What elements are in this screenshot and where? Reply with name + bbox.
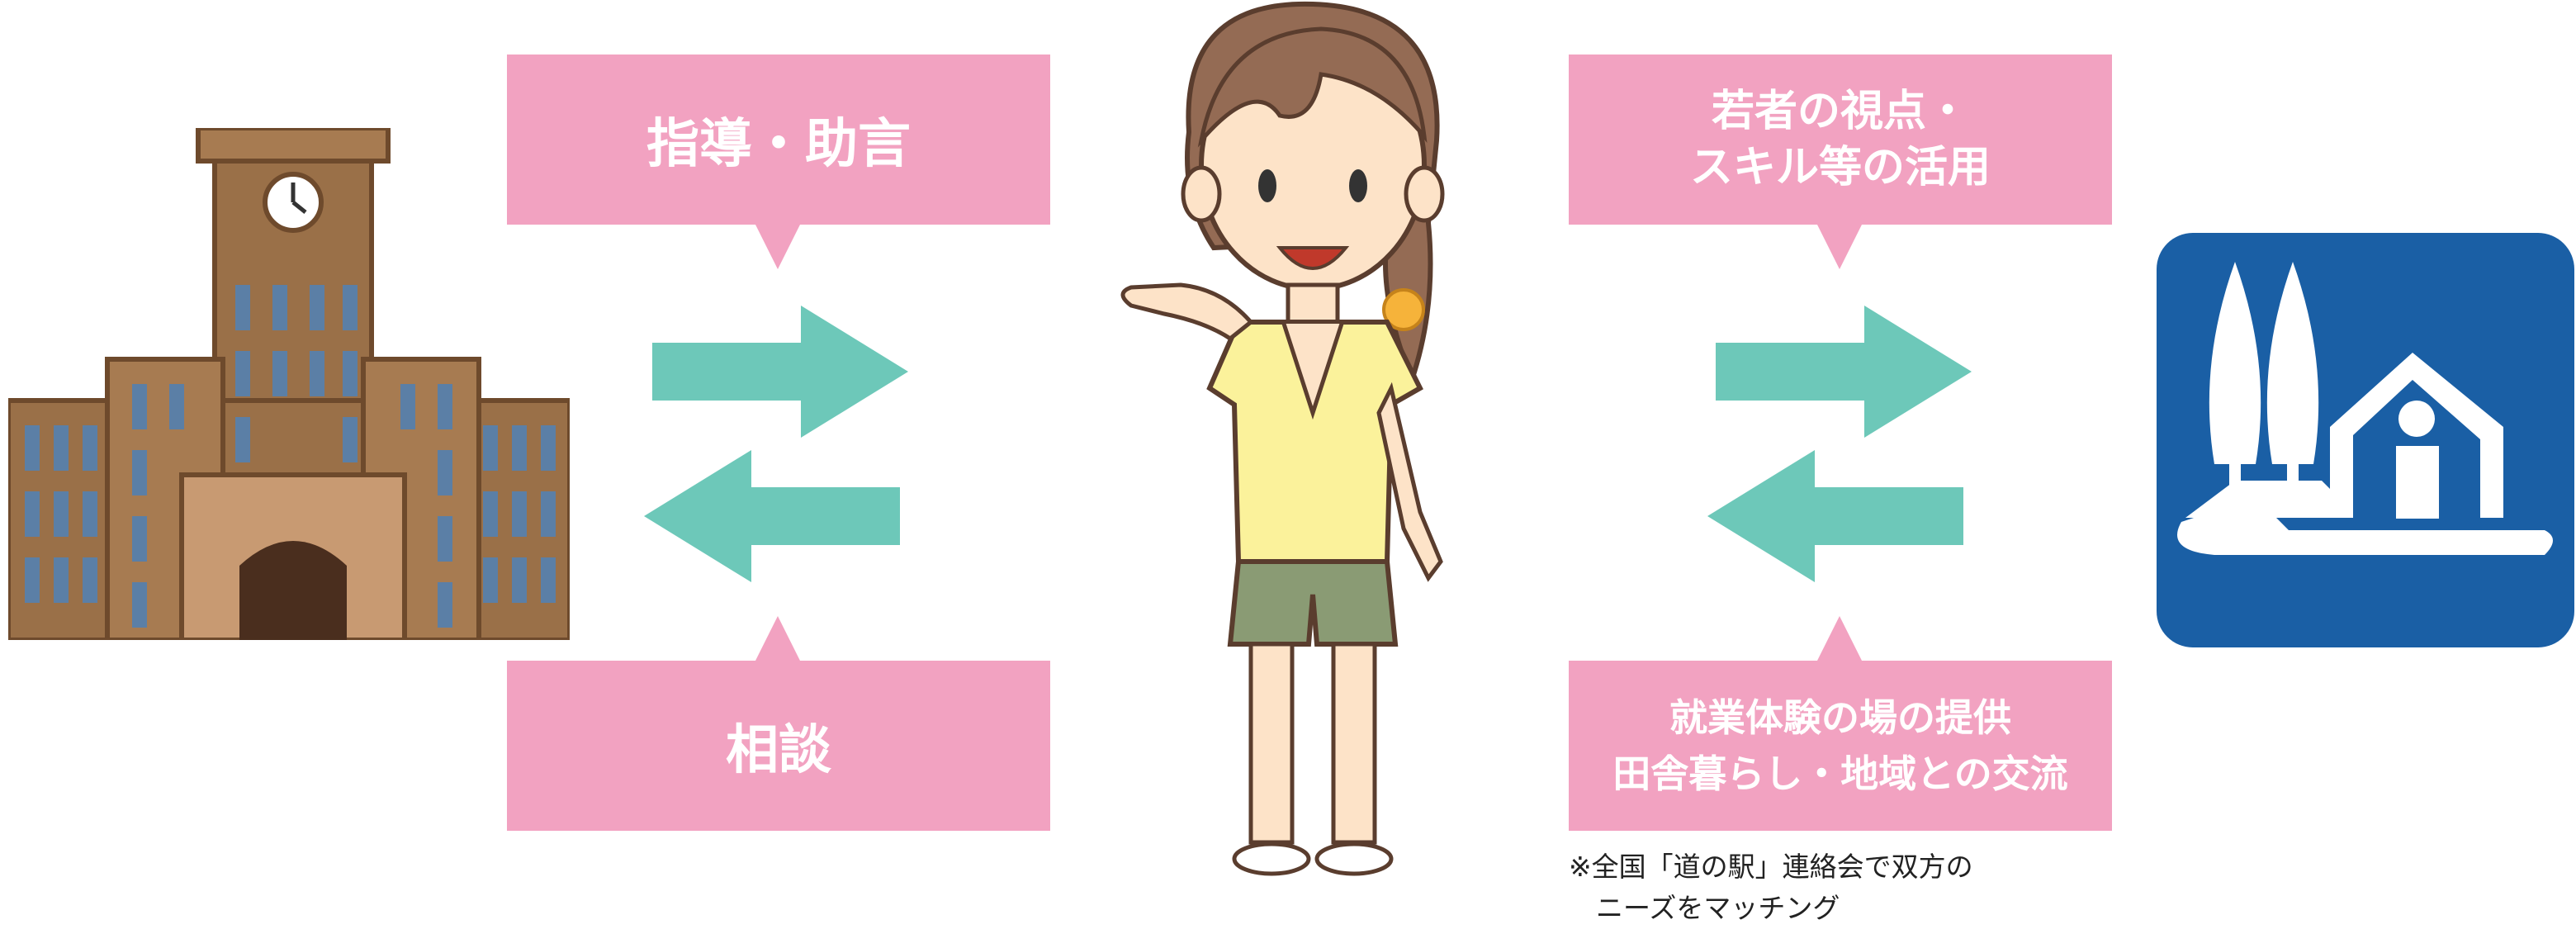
left-arrow-icon [644,450,900,582]
right-arrow-icon [1716,306,1972,438]
advice-callout-tail [755,223,801,269]
student-girl-illustration [1120,1,1445,876]
left-arrow-icon [1707,450,1963,582]
consultation-callout: 相談 [507,661,1050,831]
youth-perspective-callout-text: 若者の視点・ スキル等の活用 [1689,87,1991,192]
university-building-icon [8,128,570,640]
youth-perspective-callout: 若者の視点・ スキル等の活用 [1569,55,2112,225]
consultation-callout-tail [755,616,801,662]
right-arrow-icon [652,306,908,438]
work-experience-callout-text: 就業体験の場の提供 田舎暮らし・地域との交流 [1612,695,2068,796]
michi-no-eki-sign-icon [2157,233,2574,647]
consultation-callout-text: 相談 [726,720,831,781]
advice-callout-text: 指導・助言 [646,114,911,175]
work-experience-callout: 就業体験の場の提供 田舎暮らし・地域との交流 [1569,661,2112,831]
advice-callout: 指導・助言 [507,55,1050,225]
work-experience-callout-tail [1816,616,1863,662]
youth-perspective-callout-tail [1816,223,1863,269]
matching-note: ※全国「道の駅」連絡会で双方の ニーズをマッチング [1569,851,1973,924]
